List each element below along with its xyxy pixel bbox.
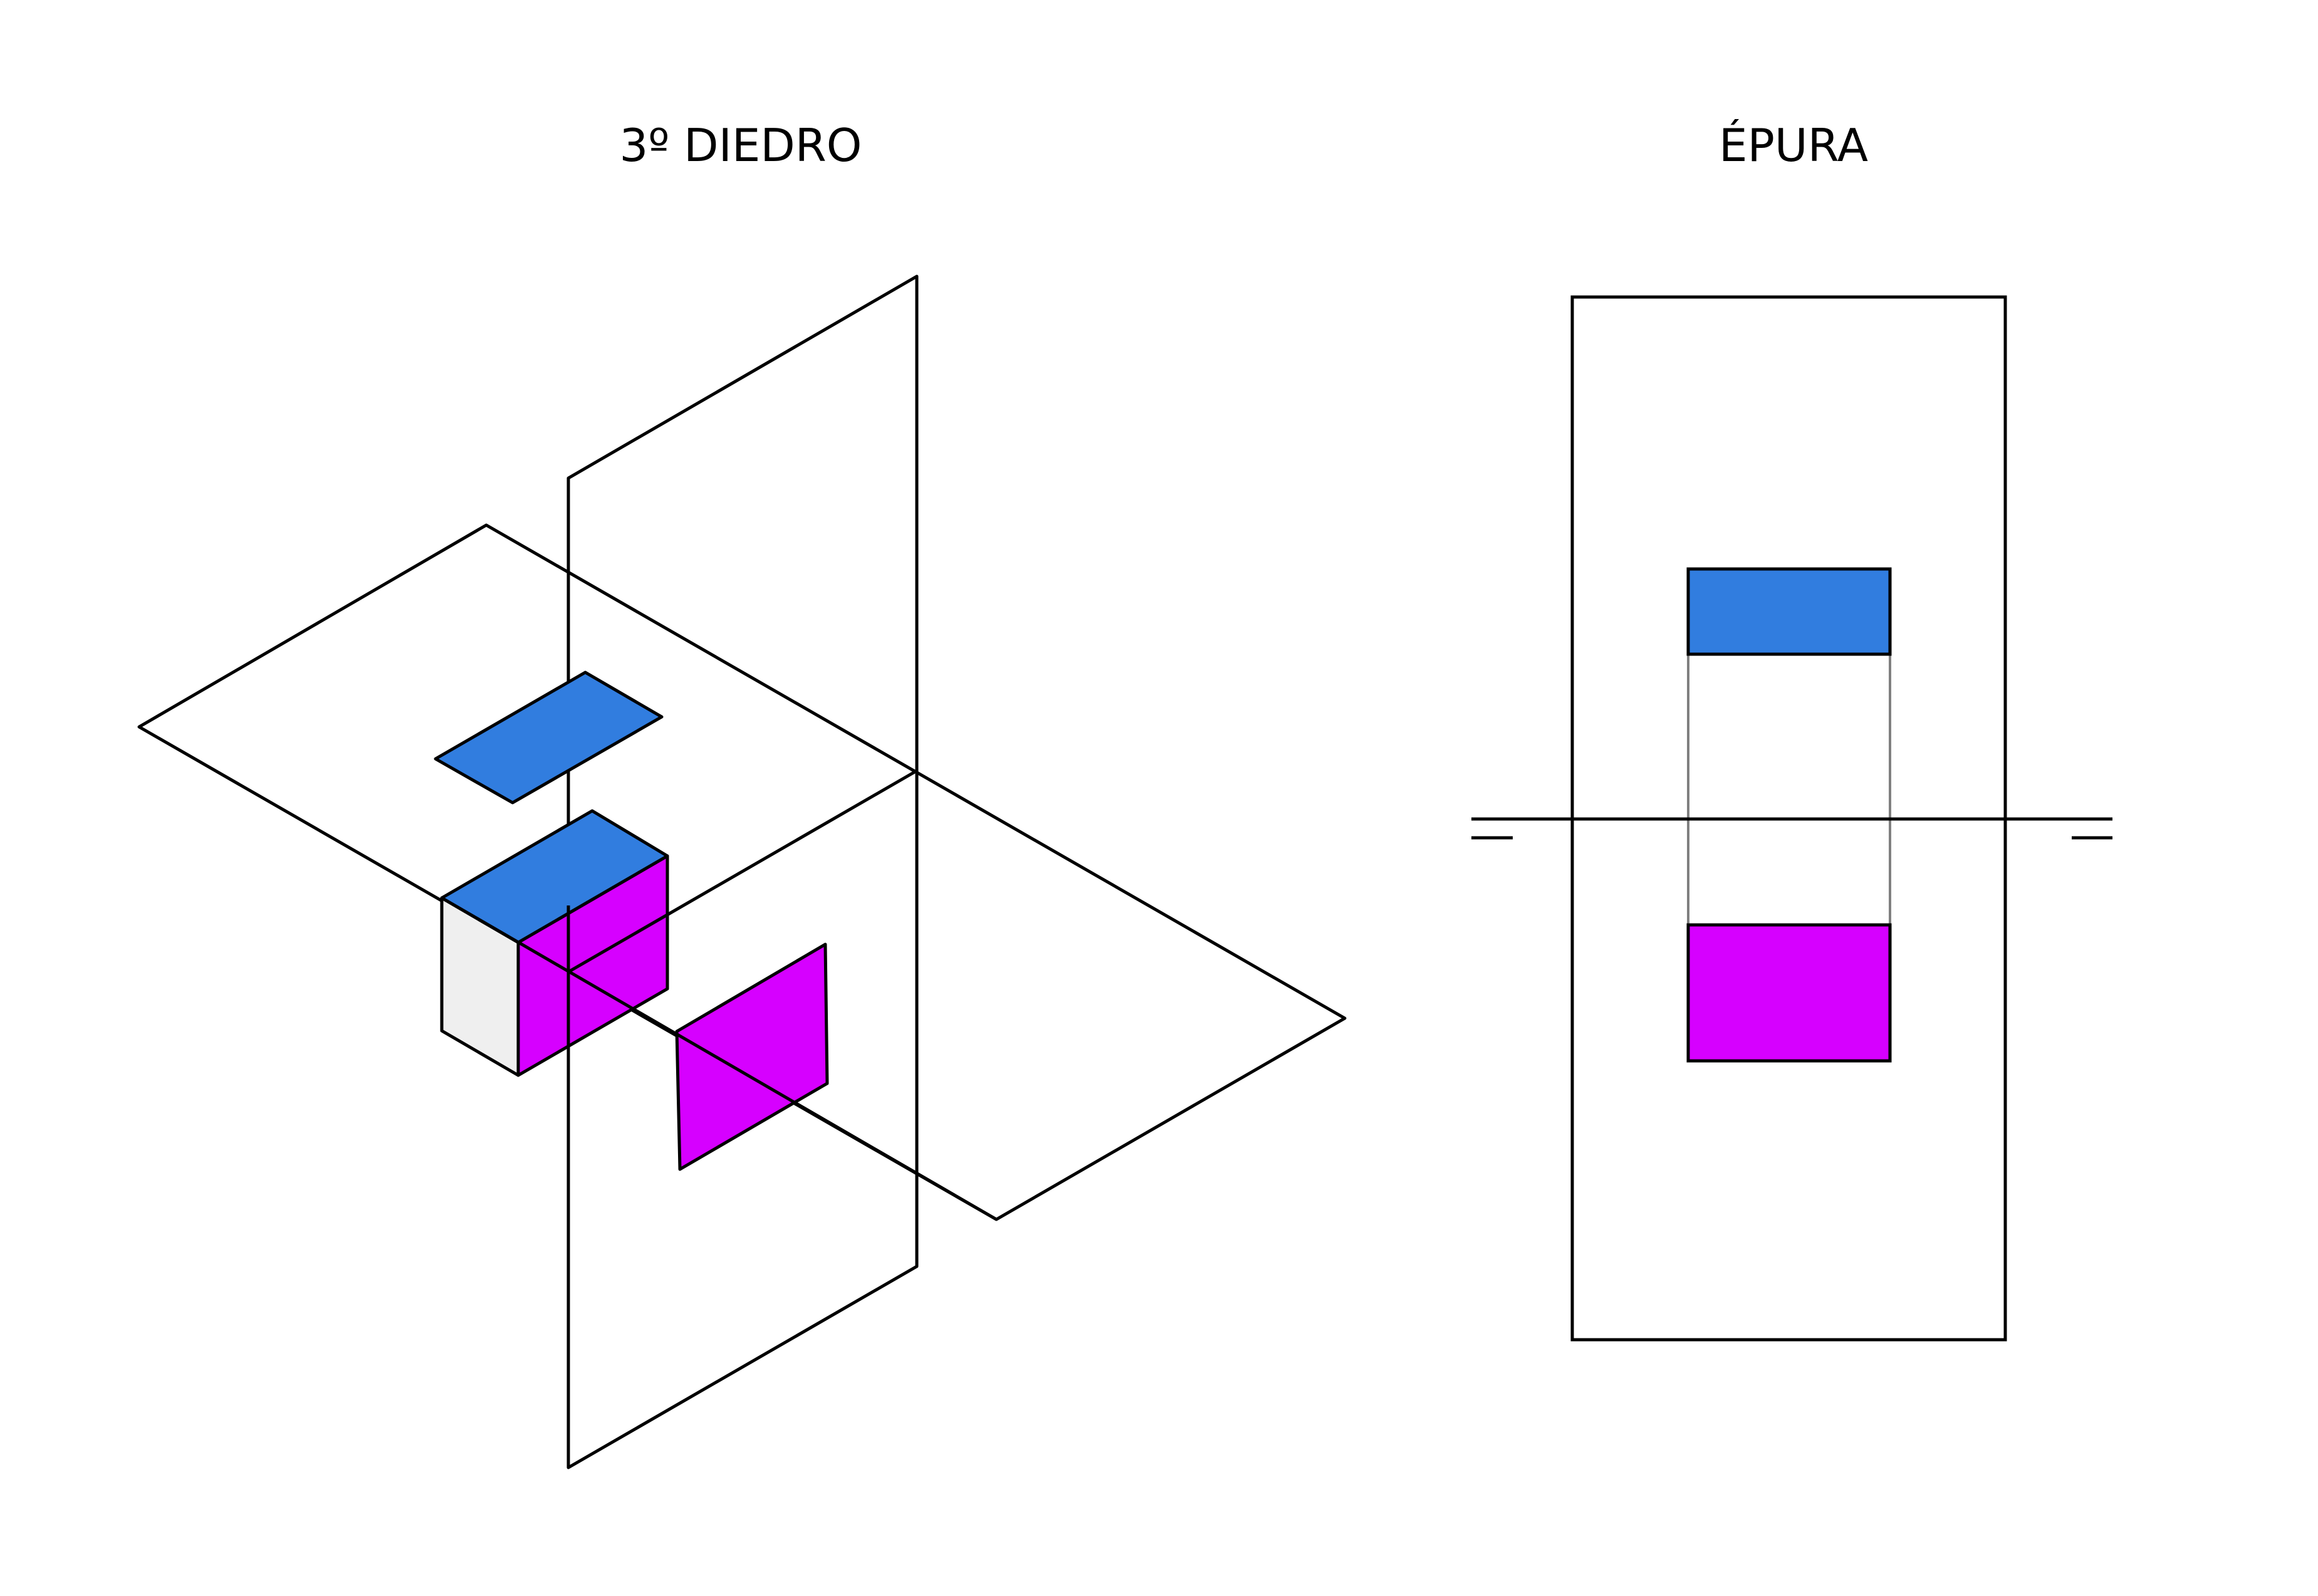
epura-vertical-projection bbox=[1686, 923, 1892, 1063]
plane-edge-overlay bbox=[441, 896, 998, 1221]
title-3-diedro: 3º DIEDRO bbox=[619, 119, 862, 172]
title-epura: ÉPURA bbox=[1719, 119, 1868, 172]
horizontal-projection bbox=[434, 670, 664, 805]
epura-horizontal-projection bbox=[1686, 567, 1892, 656]
epura-view bbox=[1471, 295, 2112, 1342]
vertical-projection bbox=[675, 942, 829, 1171]
plane-edge-overlay bbox=[567, 769, 918, 974]
isometric-view bbox=[137, 274, 1347, 1469]
